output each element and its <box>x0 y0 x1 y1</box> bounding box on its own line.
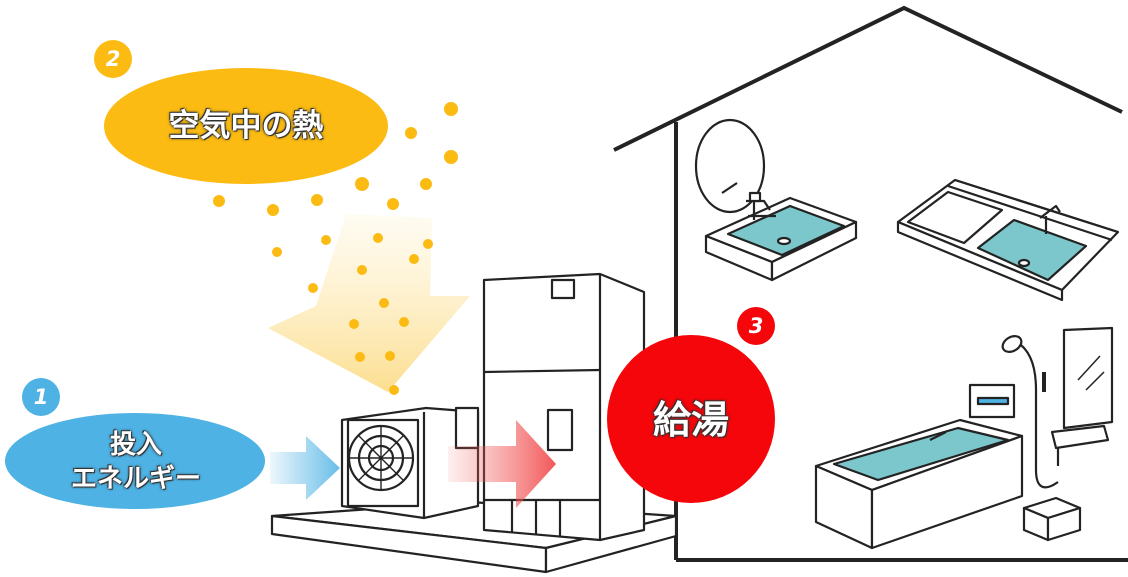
step2-bubble <box>104 68 388 184</box>
step1-label-line1: 投入 <box>109 430 162 460</box>
washbasin-icon <box>694 118 858 282</box>
step1-number-badge: 1 <box>22 378 60 416</box>
kitchen-sink-icon <box>896 178 1120 302</box>
heat-pump-unit-icon <box>340 406 480 520</box>
air-heat-arrow <box>268 214 470 392</box>
step3-label: 給湯 <box>652 398 729 442</box>
step1-bubble <box>5 413 265 509</box>
step3-number-badge: 3 <box>737 307 775 345</box>
step2-number-badge: 2 <box>94 40 132 78</box>
step1-label: 投入 エネルギー <box>38 428 234 496</box>
step2-label: 空気中の熱 <box>168 108 324 144</box>
bathroom-icon <box>968 326 1114 489</box>
bath-stool-icon <box>1022 496 1082 542</box>
input-energy-arrow <box>270 436 340 500</box>
hot-water-arrow <box>448 420 556 508</box>
air-heat-dots <box>213 102 458 395</box>
step3-bubble <box>607 335 775 503</box>
step1-label-line2: エネルギー <box>70 464 201 494</box>
bathtub-icon <box>814 418 1024 550</box>
